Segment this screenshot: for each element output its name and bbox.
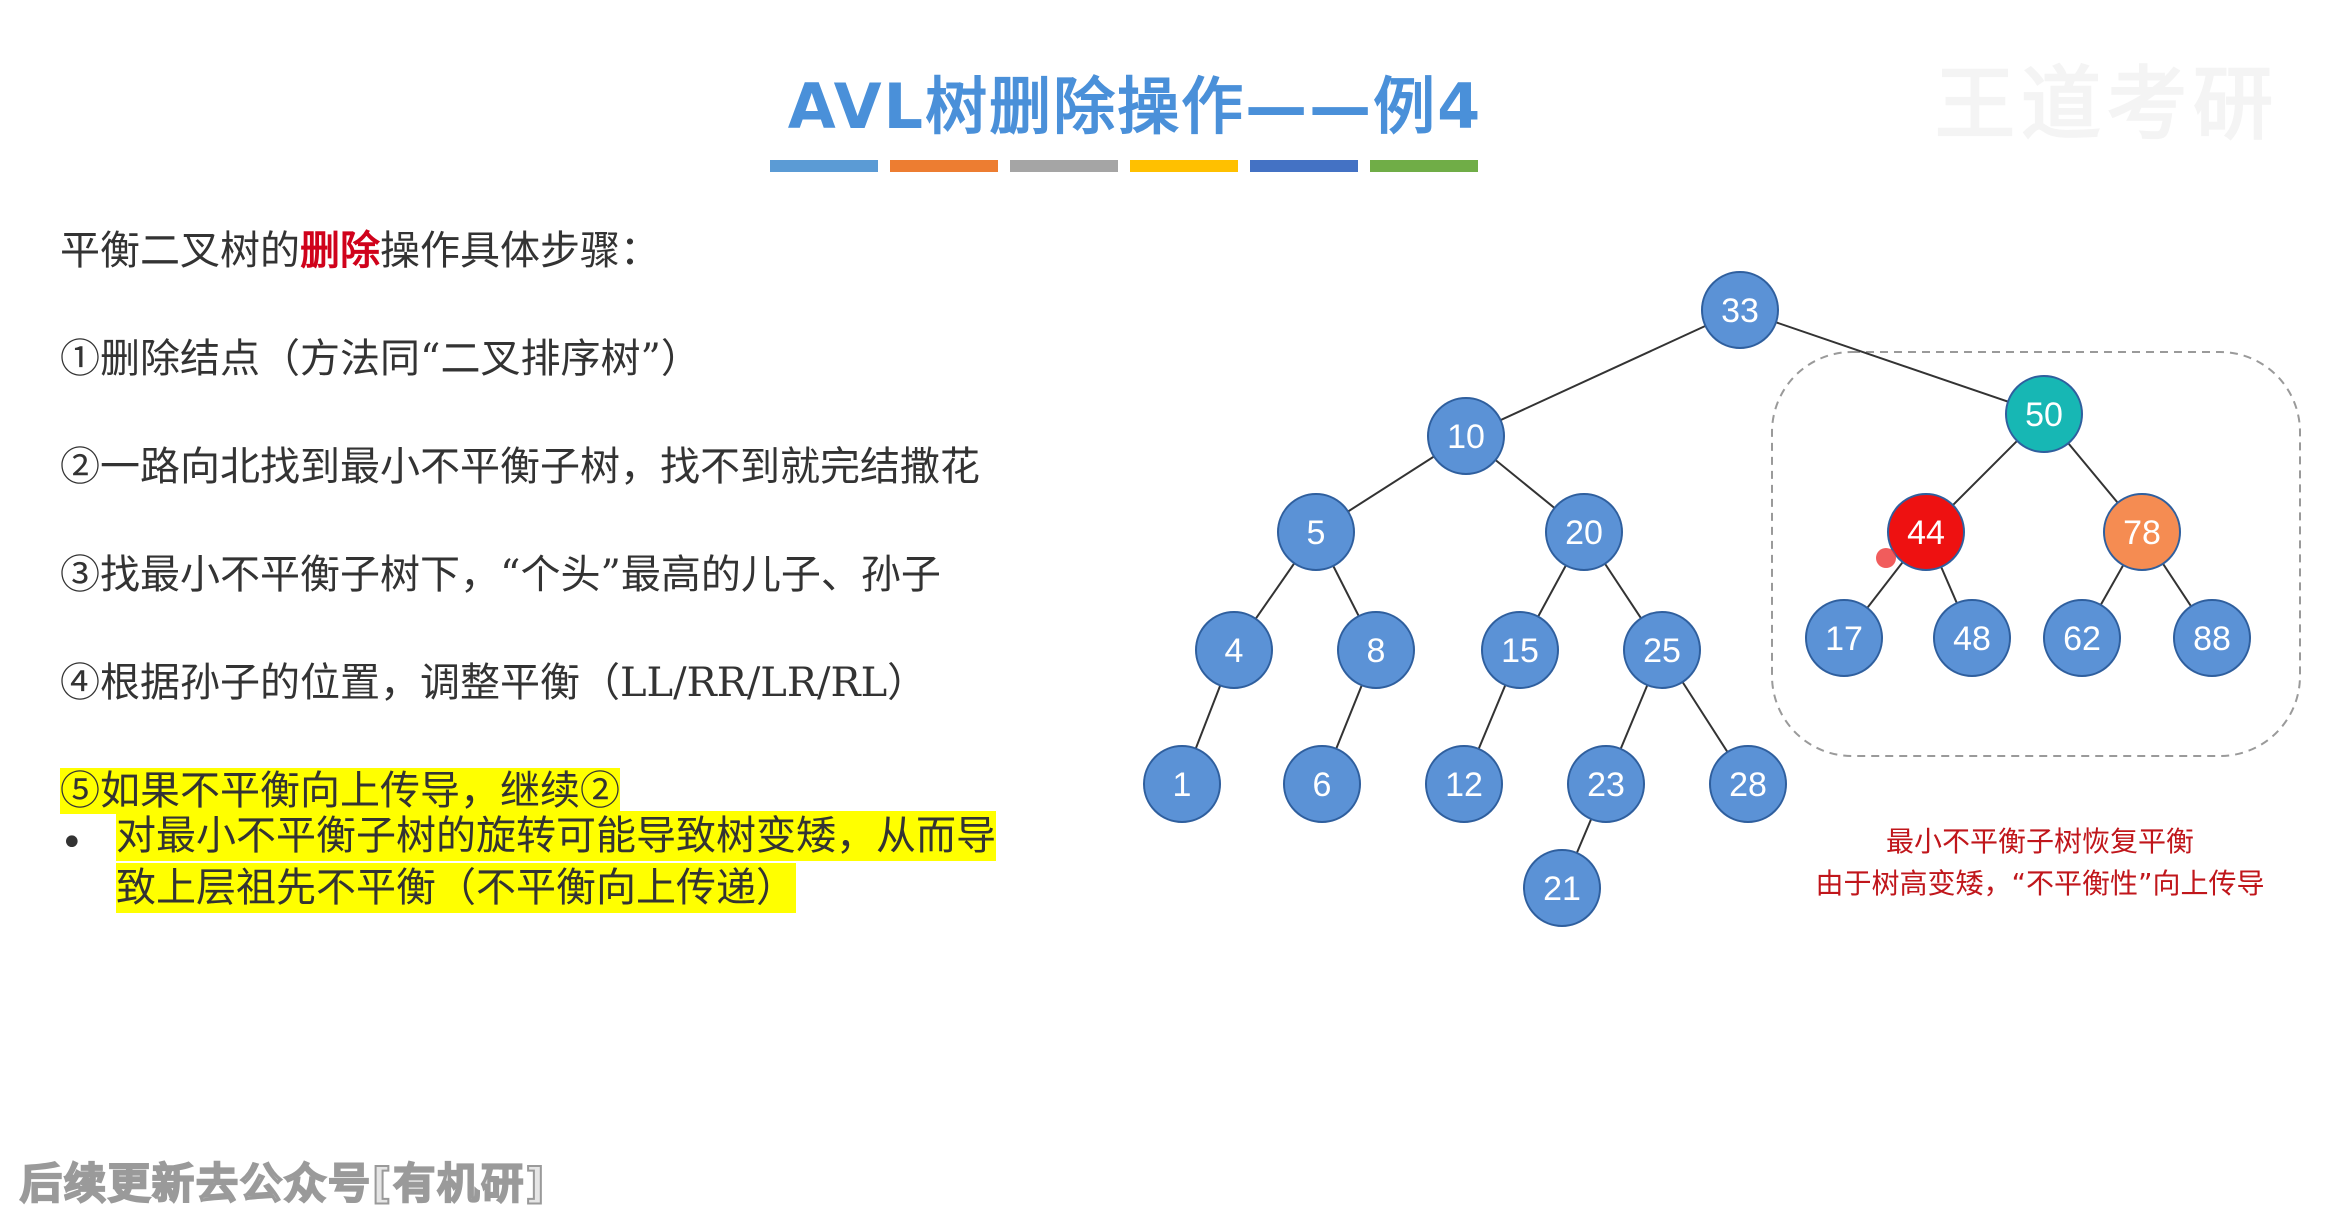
tree-node-circle — [1283, 745, 1361, 823]
tree-node-label: 50 — [2025, 396, 2063, 434]
tree-node-circle — [1481, 611, 1559, 689]
intro-red-word: 删除 — [300, 227, 380, 274]
tree-node-21: 21 — [1523, 849, 1601, 927]
intro-prefix: 平衡二叉树的 — [60, 228, 300, 274]
tree-node-15: 15 — [1481, 611, 1559, 689]
step-2: ②一路向北找到最小不平衡子树，找不到就完结撒花 — [60, 444, 980, 490]
tree-node-label: 88 — [2193, 620, 2231, 658]
tree-node-5: 5 — [1277, 493, 1355, 571]
step-4: ④根据孙子的位置，调整平衡（LL/RR/LR/RL） — [60, 660, 928, 706]
tree-node-label: 15 — [1501, 632, 1539, 670]
tree-node-1: 1 — [1143, 745, 1221, 823]
tree-node-circle — [1709, 745, 1787, 823]
tree-node-circle — [1337, 611, 1415, 689]
tree-node-circle — [2173, 599, 2251, 677]
tree-node-label: 44 — [1907, 514, 1945, 552]
intro-suffix: 操作具体步骤： — [380, 228, 660, 274]
tree-node-circle — [1623, 611, 1701, 689]
caption-line-2: 由于树高变矮，“不平衡性”向上传导 — [1815, 867, 2265, 900]
step-5-highlight: ⑤如果不平衡向上传导，继续② — [60, 768, 620, 814]
tree-node-label: 20 — [1565, 514, 1603, 552]
color-bar-segment — [770, 160, 878, 172]
tree-node-label: 62 — [2063, 620, 2101, 658]
tree-node-circle — [1143, 745, 1221, 823]
tree-node-88: 88 — [2173, 599, 2251, 677]
tree-node-circle — [1277, 493, 1355, 571]
tree-node-label: 28 — [1729, 766, 1767, 804]
caption-line-1: 最小不平衡子树恢复平衡 — [1885, 825, 2194, 858]
tree-node-label: 21 — [1543, 870, 1581, 908]
tree-edge — [1739, 309, 2045, 415]
color-bar-segment — [1370, 160, 1478, 172]
step-3: ③找最小不平衡子树下，“个头”最高的儿子、孙子 — [60, 552, 941, 598]
bullet-line-2: 致上层祖先不平衡（不平衡向上传递） — [116, 863, 796, 913]
tree-node-label: 17 — [1825, 620, 1863, 658]
tree-node-label: 33 — [1721, 292, 1759, 330]
step-5: ⑤如果不平衡向上传导，继续② — [60, 758, 620, 816]
color-bar-segment — [890, 160, 998, 172]
tree-node-4: 4 — [1195, 611, 1273, 689]
tree-node-17: 17 — [1805, 599, 1883, 677]
tree-node-circle — [1545, 493, 1623, 571]
bullet-marker: • — [60, 820, 84, 866]
step-1: ①删除结点（方法同“二叉排序树”） — [60, 336, 701, 382]
bullet-note: 对最小不平衡子树的旋转可能导致树变矮，从而导 致上层祖先不平衡（不平衡向上传递） — [116, 810, 1106, 914]
tree-node-circle — [1427, 397, 1505, 475]
logo-watermark: 王道考研 — [1935, 58, 2279, 151]
tree-node-circle — [1523, 849, 1601, 927]
tree-node-circle — [1425, 745, 1503, 823]
tree-node-28: 28 — [1709, 745, 1787, 823]
tree-node-label: 12 — [1445, 766, 1483, 804]
tree-node-label: 8 — [1367, 632, 1386, 670]
tree-node-50: 50 — [2005, 375, 2083, 453]
tree-node-12: 12 — [1425, 745, 1503, 823]
color-bar-segment — [1130, 160, 1238, 172]
tree-node-25: 25 — [1623, 611, 1701, 689]
tree-node-circle — [2043, 599, 2121, 677]
tree-edge — [1465, 309, 1741, 437]
tree-node-circle — [1567, 745, 1645, 823]
tree-node-10: 10 — [1427, 397, 1505, 475]
cursor-dot — [1876, 548, 1896, 568]
tree-node-44: 44 — [1887, 493, 1965, 571]
tree-node-78: 78 — [2103, 493, 2181, 571]
tree-node-33: 33 — [1701, 271, 1779, 349]
tree-node-circle — [2005, 375, 2083, 453]
tree-node-circle — [1701, 271, 1779, 349]
tree-node-20: 20 — [1545, 493, 1623, 571]
tree-node-label: 6 — [1313, 766, 1332, 804]
tree-node-8: 8 — [1337, 611, 1415, 689]
channel-watermark: 后续更新去公众号[有机研] — [19, 1158, 547, 1209]
tree-node-label: 5 — [1307, 514, 1326, 552]
page-title: AVL树删除操作——例4 — [787, 70, 1483, 143]
tree-node-label: 25 — [1643, 632, 1681, 670]
tree-node-circle — [1933, 599, 2011, 677]
color-bar-segment — [1010, 160, 1118, 172]
tree-node-circle — [1887, 493, 1965, 571]
tree-node-circle — [1805, 599, 1883, 677]
tree-node-label: 4 — [1225, 632, 1244, 670]
subtree-dashed-box — [1771, 351, 2301, 757]
tree-node-label: 78 — [2123, 514, 2161, 552]
intro-line: 平衡二叉树的删除操作具体步骤： — [60, 218, 660, 276]
tree-node-6: 6 — [1283, 745, 1361, 823]
bullet-line-1: 对最小不平衡子树的旋转可能导致树变矮，从而导 — [116, 811, 996, 861]
tree-node-circle — [1195, 611, 1273, 689]
tree-node-label: 48 — [1953, 620, 1991, 658]
tree-node-23: 23 — [1567, 745, 1645, 823]
tree-node-label: 10 — [1447, 418, 1485, 456]
tree-node-62: 62 — [2043, 599, 2121, 677]
color-bar-segment — [1250, 160, 1358, 172]
tree-node-label: 1 — [1173, 766, 1192, 804]
tree-node-circle — [2103, 493, 2181, 571]
tree-node-label: 23 — [1587, 766, 1625, 804]
tree-node-48: 48 — [1933, 599, 2011, 677]
